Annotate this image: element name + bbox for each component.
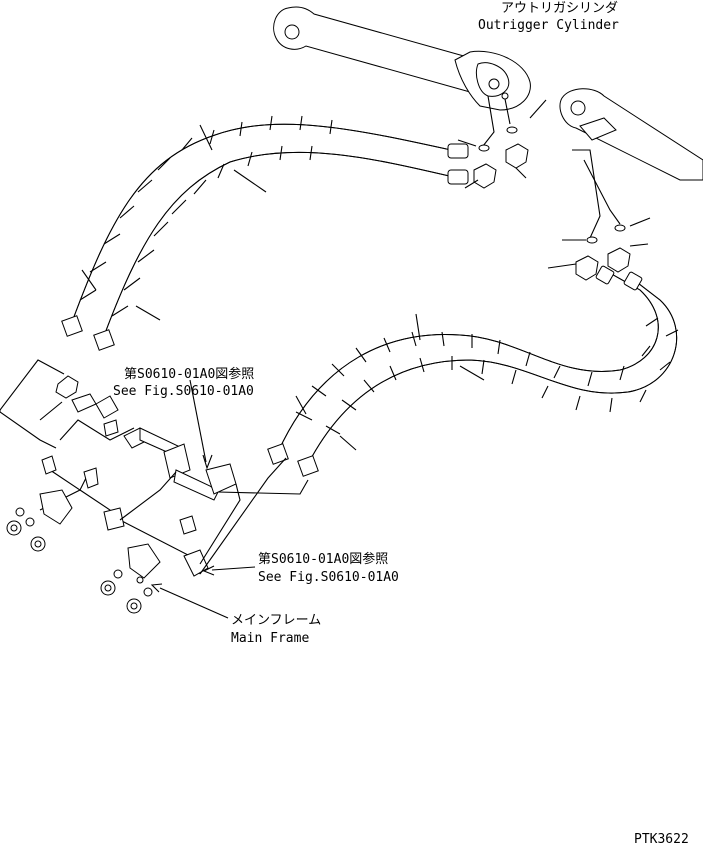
outrigger-cylinder-top [273,6,547,189]
drawing-code: PTK3622 [634,832,689,847]
label-mainframe-en: Main Frame [231,631,309,646]
label-outrigger-jp: アウトリガシリンダ [501,1,618,16]
label-ref1-en: See Fig.S0610-01A0 [113,384,254,399]
hose-assembly-right [267,265,679,477]
hose-assembly-left [61,115,469,351]
label-ref2-jp: 第S0610-01A0図参照 [258,551,388,567]
label-ref1-jp: 第S0610-01A0図参照 [124,366,254,382]
outrigger-cylinder-right [547,88,703,281]
label-outrigger-en: Outrigger Cylinder [478,18,619,33]
label-ref2-en: See Fig.S0610-01A0 [258,570,399,585]
leader-lines [150,379,256,619]
label-mainframe-jp: メインフレーム [231,613,321,628]
tubing-assembly [0,359,309,614]
